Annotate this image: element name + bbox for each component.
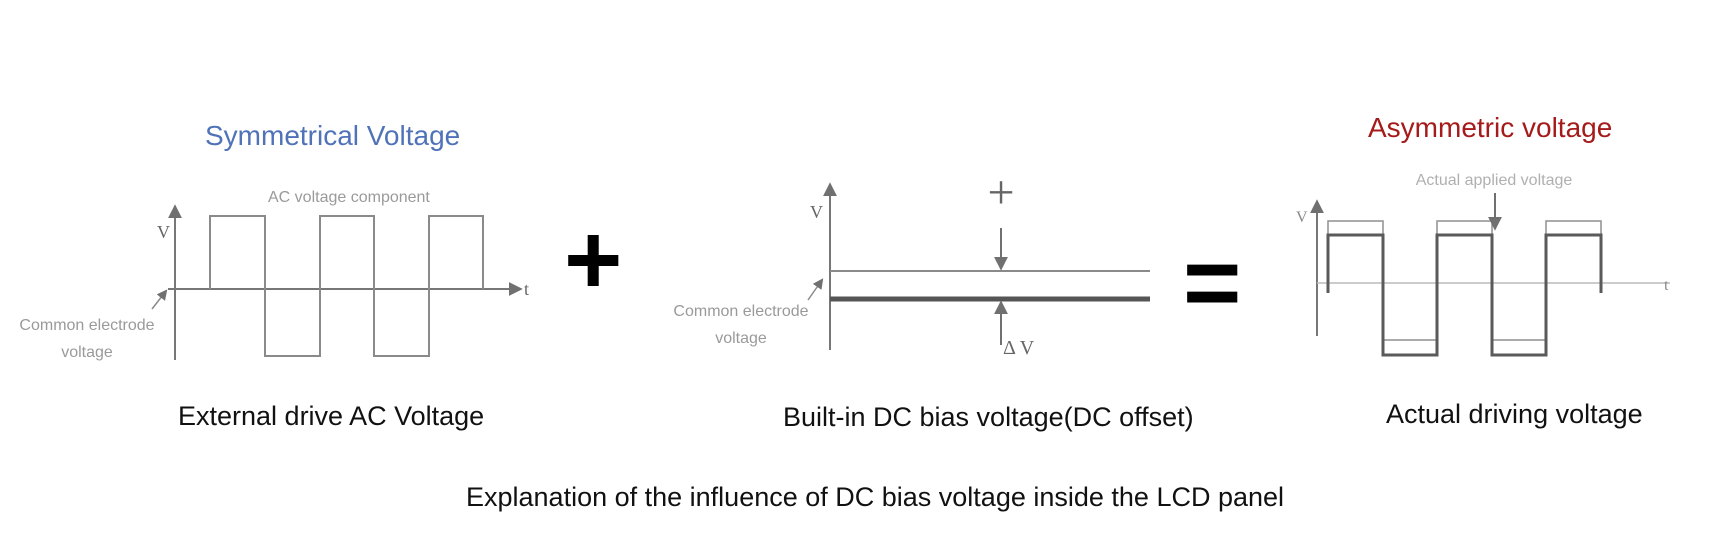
left-common-label-line2: voltage (61, 344, 113, 361)
symmetrical-voltage-title: Symmetrical Voltage (205, 120, 461, 151)
left-axis-t-label: t (524, 279, 529, 299)
middle-common-label-line1: Common electrode (673, 303, 808, 320)
ac-component-label: AC voltage component (268, 189, 430, 206)
asymmetric-voltage-title: Asymmetric voltage (1368, 112, 1613, 143)
applied-voltage-label: Actual applied voltage (1416, 172, 1573, 189)
left-axis-v-label: V (157, 222, 170, 242)
ac-square-wave (209, 215, 484, 357)
right-axis-t-label: t (1664, 277, 1669, 294)
delta-v-label: Δ V (1003, 337, 1035, 359)
actual-driving-caption: Actual driving voltage (1386, 399, 1643, 429)
external-ac-caption: External drive AC Voltage (178, 401, 485, 431)
equals-operator: = (1183, 227, 1242, 339)
dc-bias-caption: Built-in DC bias voltage(DC offset) (783, 402, 1194, 432)
plus-operator: + (564, 204, 623, 316)
applied-square-wave (1326, 233, 1603, 357)
reference-square-wave (1327, 220, 1602, 341)
middle-common-arrow (807, 278, 824, 301)
left-common-label-line1: Common electrode (19, 317, 154, 334)
middle-common-label-line2: voltage (715, 330, 767, 347)
plus-polarity-mark: + (987, 166, 1014, 219)
asymmetric-waveform-panel: V t Actual applied voltage (1296, 172, 1670, 357)
left-common-arrow (151, 289, 168, 310)
right-axis-v-label: V (1296, 209, 1308, 226)
dc-offset-panel: V + Δ V Common electrode voltage (673, 166, 1150, 359)
middle-axis-v-label: V (810, 202, 823, 222)
footer-caption: Explanation of the influence of DC bias … (466, 482, 1285, 512)
symmetrical-waveform-panel: V t AC voltage component Common electrod… (19, 189, 529, 361)
